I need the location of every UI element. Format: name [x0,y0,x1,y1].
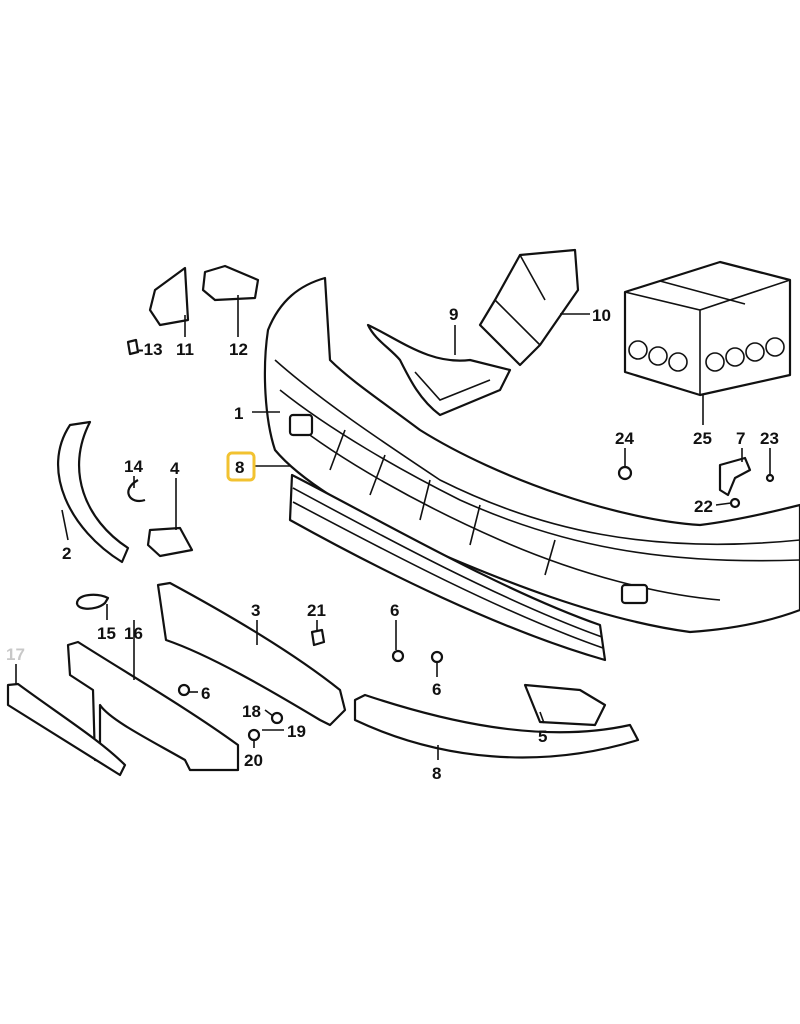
label-24[interactable]: 24 [615,429,634,448]
part-20-nut[interactable] [247,728,261,742]
label-6[interactable]: 6 [432,680,441,699]
label-10[interactable]: 10 [592,306,611,325]
part-11-bracket[interactable] [148,266,190,327]
label-25[interactable]: 25 [693,429,712,448]
part-10-air-duct[interactable] [478,248,580,367]
leader-lines [15,295,771,760]
part-24-nut[interactable] [617,465,633,481]
label-9[interactable]: 9 [449,305,458,324]
label-11[interactable]: 11 [176,340,194,359]
label-2[interactable]: 2 [62,544,71,563]
part-12-bracket[interactable] [201,264,260,302]
selected-part-highlight [226,451,256,482]
label-19[interactable]: 19 [287,722,306,741]
part-3-carrier[interactable] [156,581,347,727]
label-7[interactable]: 7 [736,429,745,448]
part-7-bracket[interactable] [718,456,752,497]
part-22-screw[interactable] [729,497,741,509]
label-6[interactable]: 6 [201,684,210,703]
label-6[interactable]: 6 [390,601,399,620]
part-18-nut[interactable] [270,711,284,725]
label-23[interactable]: 23 [760,429,779,448]
label-1[interactable]: 1 [234,404,243,423]
label-8[interactable]: 8 [432,764,441,783]
label-18[interactable]: 18 [242,702,261,721]
part-14-clip[interactable] [127,479,146,503]
label-16[interactable]: 16 [124,624,143,643]
part-5-cover[interactable] [523,683,607,727]
label-15[interactable]: 15 [97,624,116,643]
label-20[interactable]: 20 [244,751,263,770]
part-6-screw-a[interactable] [391,649,405,663]
part-13-clip[interactable] [126,338,140,356]
label-17[interactable]: 17 [6,645,25,664]
label-21[interactable]: 21 [307,601,326,620]
part-25-box[interactable] [623,260,792,397]
part-labels: 1 2 3 4 5 6 6 6 7 8 8 9 10 11 12 -13 14 … [6,305,779,783]
label-4[interactable]: 4 [170,459,180,478]
part-6-screw-c[interactable] [177,683,191,697]
part-21-clip[interactable] [310,628,326,647]
label-14[interactable]: 14 [124,457,143,476]
part-17-trim[interactable] [6,682,127,777]
part-9[interactable] [366,323,512,417]
label-8-selected[interactable]: 8 [235,458,244,477]
part-2-trim[interactable] [56,420,130,564]
label-13[interactable]: -13 [138,340,163,359]
part-6-screw-b[interactable] [430,650,444,664]
label-3[interactable]: 3 [251,601,260,620]
part-15-tow-eye[interactable] [75,593,110,610]
part-4-cover[interactable] [146,526,194,558]
part-23-screw[interactable] [765,473,775,483]
part-8-lower-trim[interactable] [353,693,640,759]
label-22[interactable]: 22 [694,497,713,516]
label-5[interactable]: 5 [538,727,547,746]
part-16-carrier[interactable] [66,640,240,772]
label-12[interactable]: 12 [229,340,248,359]
part-8-grille[interactable] [288,473,607,662]
